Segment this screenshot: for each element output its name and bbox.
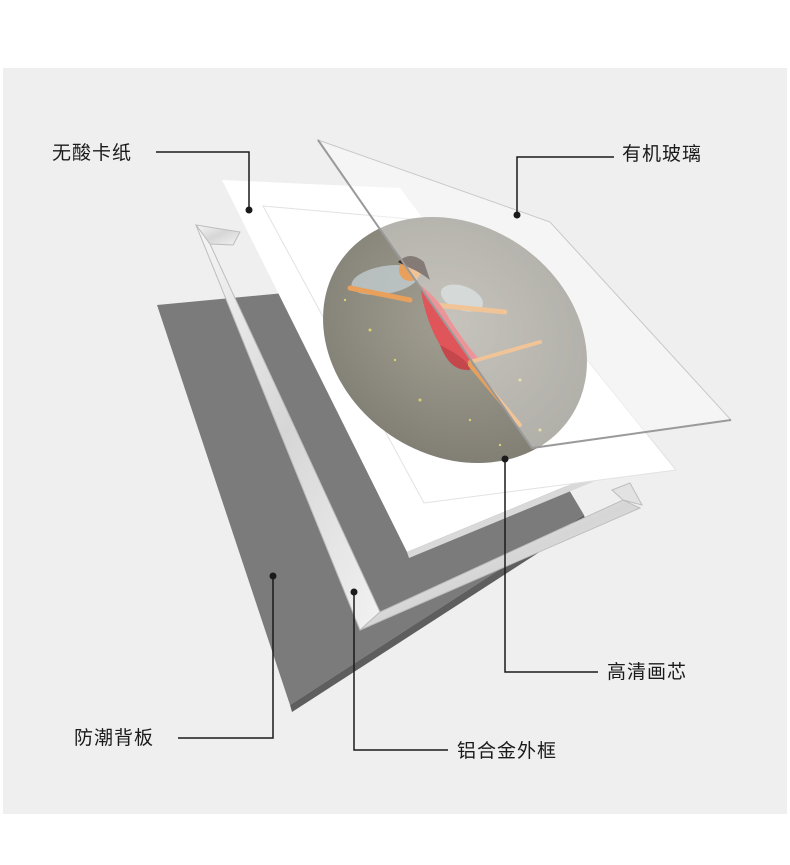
acrylic-glass <box>316 139 733 450</box>
mat-board-shadow <box>407 468 612 558</box>
hd-print-core <box>262 205 677 504</box>
leader-acid-free <box>156 151 250 207</box>
leader-acrylic <box>516 156 614 213</box>
dot-acrylic <box>513 211 521 219</box>
label-acrylic-glass: 有机玻璃 <box>622 143 703 165</box>
dot-moisture <box>269 572 277 580</box>
label-aluminum-frame: 铝合金外框 <box>457 740 558 762</box>
dot-acid-free <box>245 206 253 214</box>
label-hd-print: 高清画芯 <box>607 661 688 683</box>
dot-frame <box>350 588 358 596</box>
label-acid-free-board: 无酸卡纸 <box>52 142 133 164</box>
leader-hd-print <box>504 457 598 673</box>
leader-moisture <box>178 576 274 739</box>
leader-dots <box>245 206 521 596</box>
leader-lines <box>156 151 614 751</box>
label-moisture-backboard: 防潮背板 <box>74 727 155 749</box>
aluminum-frame <box>194 224 643 631</box>
leader-frame <box>353 592 448 751</box>
dot-hd-print <box>501 455 509 463</box>
